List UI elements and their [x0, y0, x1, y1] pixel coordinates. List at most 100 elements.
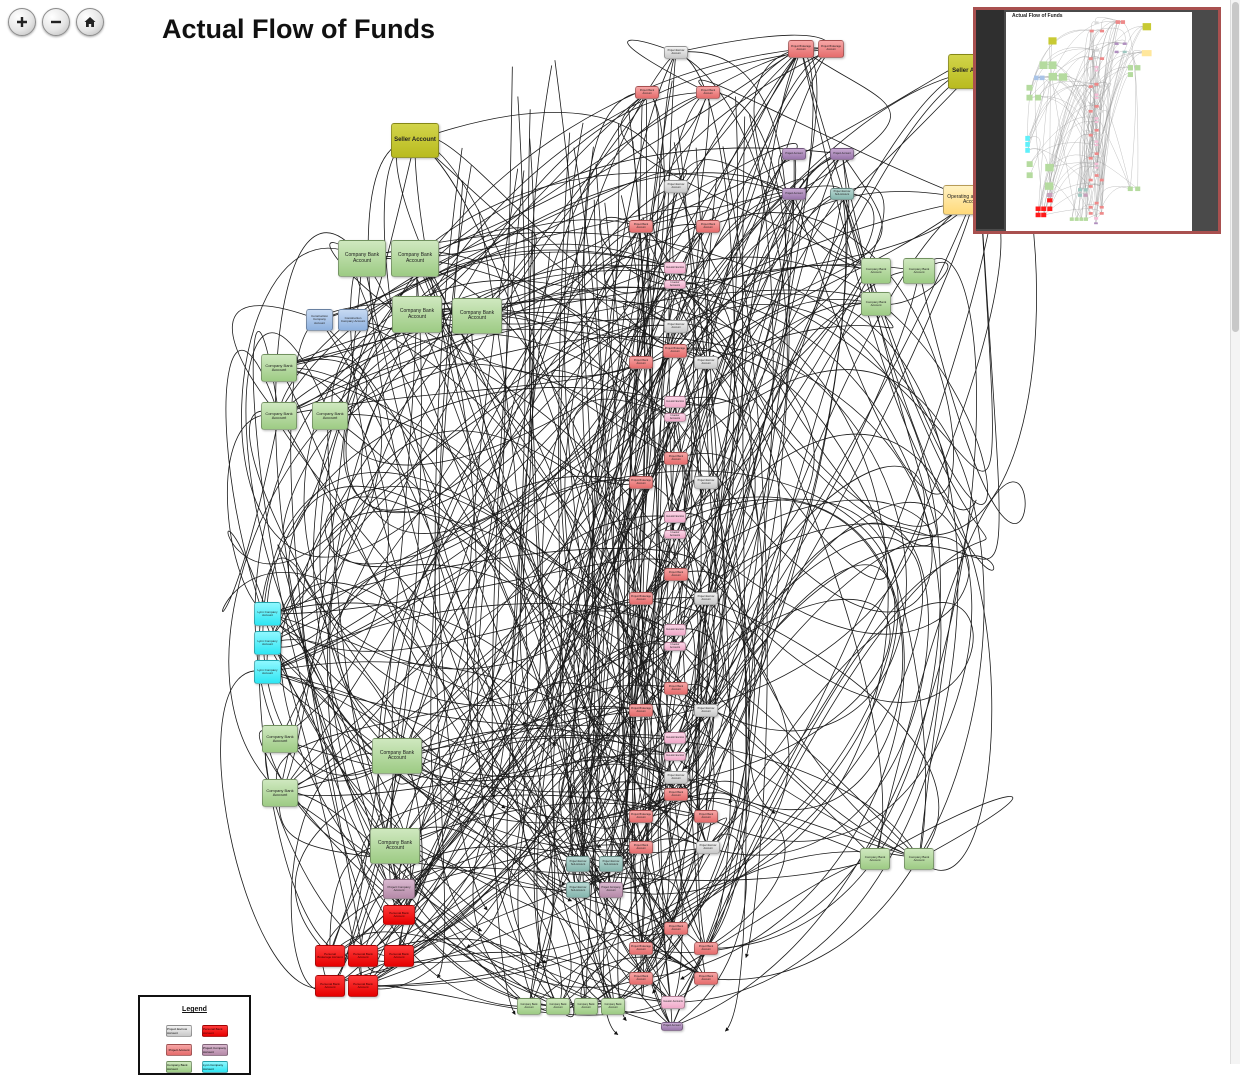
- account-node[interactable]: Project Account: [661, 1022, 683, 1031]
- account-node[interactable]: Project Escrow Account: [694, 704, 718, 717]
- account-node[interactable]: Company Bank Account: [370, 828, 420, 864]
- account-node[interactable]: Project Bank Account: [664, 568, 688, 581]
- account-node[interactable]: Company Bank Account: [261, 354, 297, 382]
- account-node[interactable]: Project Escrow Sub-Account: [566, 882, 590, 898]
- account-node[interactable]: Project Company Account: [599, 882, 623, 898]
- minimap-edge: [1084, 30, 1103, 220]
- account-node[interactable]: Lynn Company Account: [254, 631, 281, 655]
- account-node[interactable]: Project Bank Account: [696, 220, 720, 233]
- account-node[interactable]: Project Bank Account: [694, 810, 718, 823]
- account-node[interactable]: Investor Accounts: [664, 530, 686, 539]
- account-node[interactable]: Company Bank Account: [452, 298, 502, 334]
- account-node[interactable]: Company Bank Account: [903, 258, 935, 284]
- account-node[interactable]: Project Escrow Account: [664, 180, 688, 193]
- account-node[interactable]: Project Brokerage Account: [818, 40, 844, 58]
- account-node[interactable]: Company Bank Account: [860, 848, 890, 870]
- account-node[interactable]: Project Bank Account: [629, 220, 653, 233]
- account-node[interactable]: Investor Accounts: [661, 996, 685, 1009]
- account-node[interactable]: Project Bank Account: [694, 942, 718, 955]
- account-node[interactable]: Project Brokerage Account: [629, 704, 653, 717]
- account-node[interactable]: Construction Company Account: [338, 309, 368, 331]
- account-node[interactable]: Project Brokerage Account: [629, 942, 653, 955]
- account-node[interactable]: Personal Bank Account: [383, 905, 415, 925]
- account-node[interactable]: Project Account: [782, 148, 806, 160]
- flow-edge: [640, 433, 993, 871]
- account-node[interactable]: Project Bank Account: [664, 922, 688, 935]
- account-node[interactable]: Project Account: [830, 148, 854, 160]
- scrollbar-thumb[interactable]: [1232, 2, 1239, 332]
- account-node[interactable]: Project Escrow Account: [664, 771, 688, 784]
- account-node[interactable]: Project Company Account: [383, 879, 415, 899]
- account-node[interactable]: Company Bank Account: [262, 779, 298, 807]
- account-node[interactable]: Company Bank Account: [517, 998, 541, 1015]
- account-node[interactable]: Project Bank Account: [664, 788, 688, 801]
- account-node[interactable]: Lynn Company Account: [254, 602, 281, 626]
- account-node[interactable]: Company Bank Account: [391, 240, 439, 277]
- account-node[interactable]: Investor Escrow: [664, 752, 686, 761]
- account-node[interactable]: Project Brokerage Account: [629, 810, 653, 823]
- account-node[interactable]: Company Bank Account: [601, 998, 625, 1015]
- minimap-node: [1041, 212, 1047, 218]
- account-node[interactable]: Personal Bank Account: [384, 945, 414, 967]
- account-node[interactable]: Company Bank Account: [861, 292, 891, 316]
- account-node[interactable]: Project Account: [782, 188, 806, 200]
- account-node[interactable]: Company Bank Account: [261, 402, 297, 430]
- account-node[interactable]: Personal Bank Account: [348, 975, 378, 997]
- minimap-viewport[interactable]: [976, 10, 1004, 229]
- account-node[interactable]: Lynn Company Account: [254, 660, 281, 684]
- account-node[interactable]: Company Bank Account: [262, 725, 298, 753]
- account-node[interactable]: Investor Escrow: [664, 511, 686, 523]
- account-node[interactable]: Project Bank Account: [664, 682, 688, 695]
- account-node[interactable]: Project Brokerage Account: [629, 592, 653, 605]
- account-node[interactable]: Project Escrow Sub-Account: [566, 856, 590, 872]
- flow-edge: [377, 475, 642, 890]
- account-node[interactable]: Investor Escrow: [664, 262, 686, 274]
- account-node[interactable]: Project Bank Account: [629, 356, 653, 369]
- home-button[interactable]: [76, 8, 104, 36]
- account-node[interactable]: Personal Bank Account: [348, 945, 378, 967]
- home-icon: [84, 17, 96, 27]
- account-node[interactable]: Project Brokerage Account: [629, 476, 653, 489]
- minimap-node: [1094, 82, 1099, 86]
- account-node[interactable]: Investor Escrow: [664, 732, 686, 744]
- account-node[interactable]: Project Bank Account: [629, 841, 653, 854]
- minimap[interactable]: Actual Flow of Funds: [973, 7, 1221, 234]
- flow-edge: [267, 186, 677, 648]
- account-node[interactable]: Construction Company Account: [306, 309, 333, 331]
- account-node[interactable]: Project Brokerage Account: [663, 344, 687, 358]
- account-node[interactable]: Project Bank Account: [694, 972, 718, 985]
- account-node[interactable]: Personal Bank Account: [315, 975, 345, 997]
- account-node[interactable]: Company Bank Account: [372, 738, 422, 774]
- minimap-node: [1094, 93, 1099, 96]
- account-node[interactable]: Project Brokerage Account: [788, 40, 814, 58]
- account-node[interactable]: Company Bank Account: [392, 296, 442, 333]
- account-node[interactable]: Company Bank Account: [861, 258, 891, 284]
- account-node[interactable]: Project Escrow Account: [696, 841, 720, 854]
- account-node[interactable]: Project Bank Account: [629, 972, 653, 985]
- account-node[interactable]: Project Escrow Account: [664, 320, 688, 333]
- account-node[interactable]: Company Bank Account: [338, 240, 386, 277]
- account-node[interactable]: Seller Account: [391, 123, 439, 158]
- account-node[interactable]: Project Bank Account: [635, 86, 659, 99]
- account-node[interactable]: Project Escrow Account: [664, 46, 688, 59]
- account-node[interactable]: Company Bank Account: [574, 998, 598, 1015]
- account-node[interactable]: Project Bank Account: [664, 452, 688, 465]
- account-node[interactable]: Investor Escrow: [664, 624, 686, 636]
- account-node[interactable]: Investor Accounts: [664, 280, 686, 289]
- account-node[interactable]: Investor Escrow: [664, 396, 686, 408]
- account-node[interactable]: Company Bank Account: [904, 848, 934, 870]
- zoom-out-button[interactable]: [42, 8, 70, 36]
- account-node[interactable]: Project Bank Account: [696, 86, 720, 99]
- account-node[interactable]: Investor Accounts: [664, 413, 686, 422]
- account-node[interactable]: Company Bank Account: [312, 402, 348, 430]
- account-node[interactable]: Project Escrow Sub-Account: [599, 856, 623, 872]
- account-node[interactable]: Investor Accounts: [664, 642, 686, 651]
- account-node[interactable]: Project Escrow Account: [694, 592, 718, 605]
- account-node[interactable]: Personal Brokerage Account: [315, 945, 345, 967]
- account-node[interactable]: Company Bank Account: [546, 998, 570, 1015]
- account-node[interactable]: Project Escrow Account: [694, 356, 718, 369]
- zoom-in-button[interactable]: [8, 8, 36, 36]
- account-node[interactable]: Project Escrow Account: [694, 476, 718, 489]
- vertical-scrollbar[interactable]: [1230, 0, 1240, 1064]
- account-node[interactable]: Project Escrow Sub-Account: [830, 188, 854, 200]
